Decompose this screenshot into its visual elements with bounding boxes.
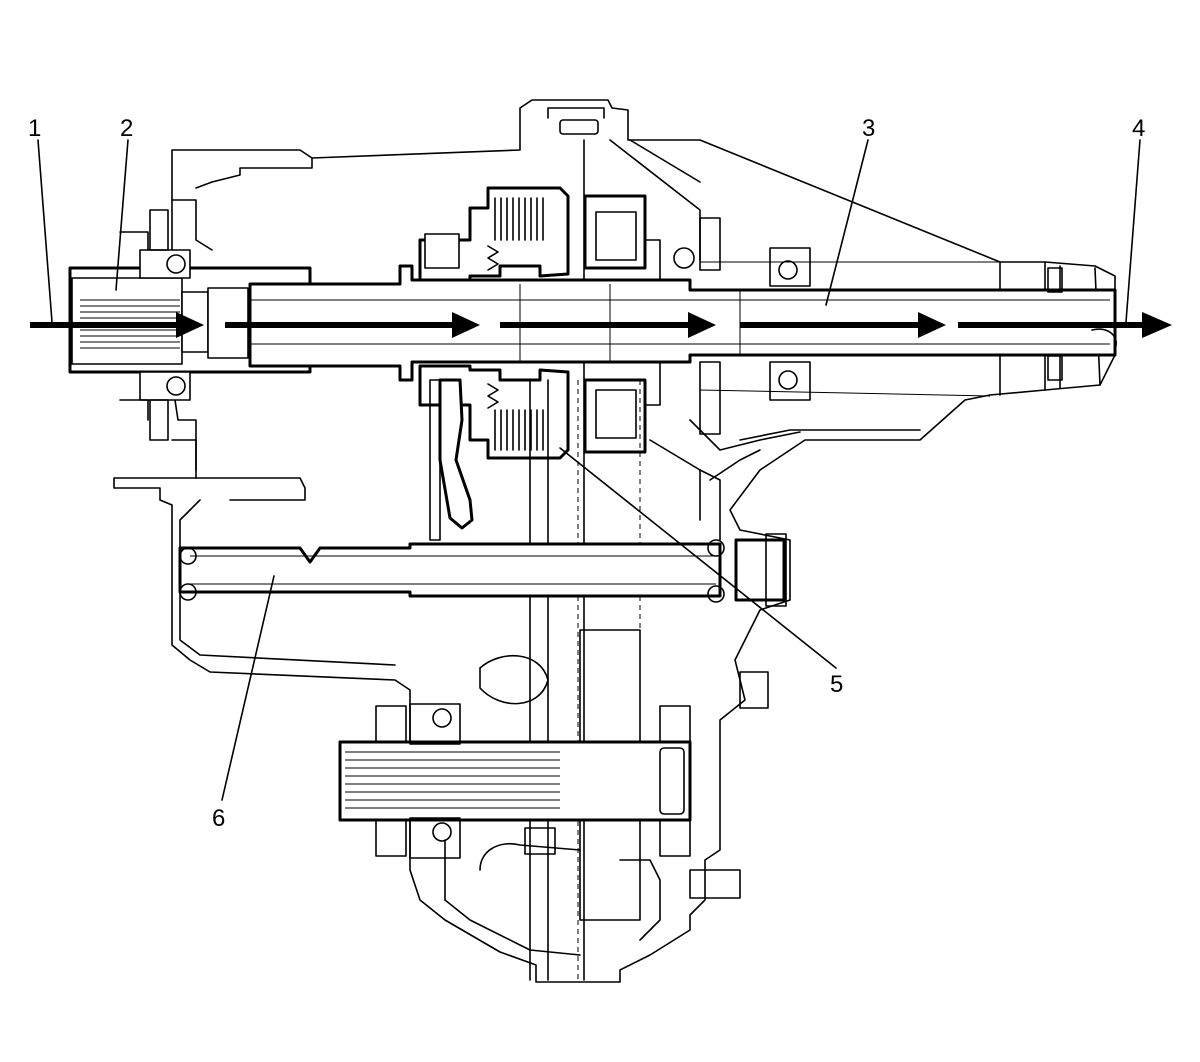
callout-5: 5 [830,671,843,698]
power-flow-arrow-icon [176,312,204,338]
callout-3: 3 [862,115,875,142]
upper-clutch-plates [494,197,544,241]
power-flow-path [30,312,1172,338]
leader-line-5 [559,447,837,669]
leader-lines [37,139,1141,801]
leader-line-2 [115,139,129,291]
callout-6: 6 [212,805,225,832]
leader-line-4 [1125,139,1141,323]
front-output-sprocket [338,629,769,921]
power-flow-arrow-icon [688,312,716,338]
callout-1: 1 [28,115,41,142]
callout-2: 2 [120,115,133,142]
leader-line-6 [221,575,275,801]
sprocket-teeth [345,751,560,809]
power-flow-arrow-icon [1142,312,1172,338]
leader-line-3 [825,139,869,306]
callout-4: 4 [1132,115,1145,142]
callout-labels: 1 2 3 4 5 6 [28,115,1145,832]
power-flow-arrow-icon [918,312,946,338]
rear-bearings [673,217,1063,435]
front-output-shaft [178,469,787,607]
power-flow-arrow-icon [452,312,480,338]
leader-line-1 [37,139,53,323]
lower-clutch-plates [494,409,544,451]
